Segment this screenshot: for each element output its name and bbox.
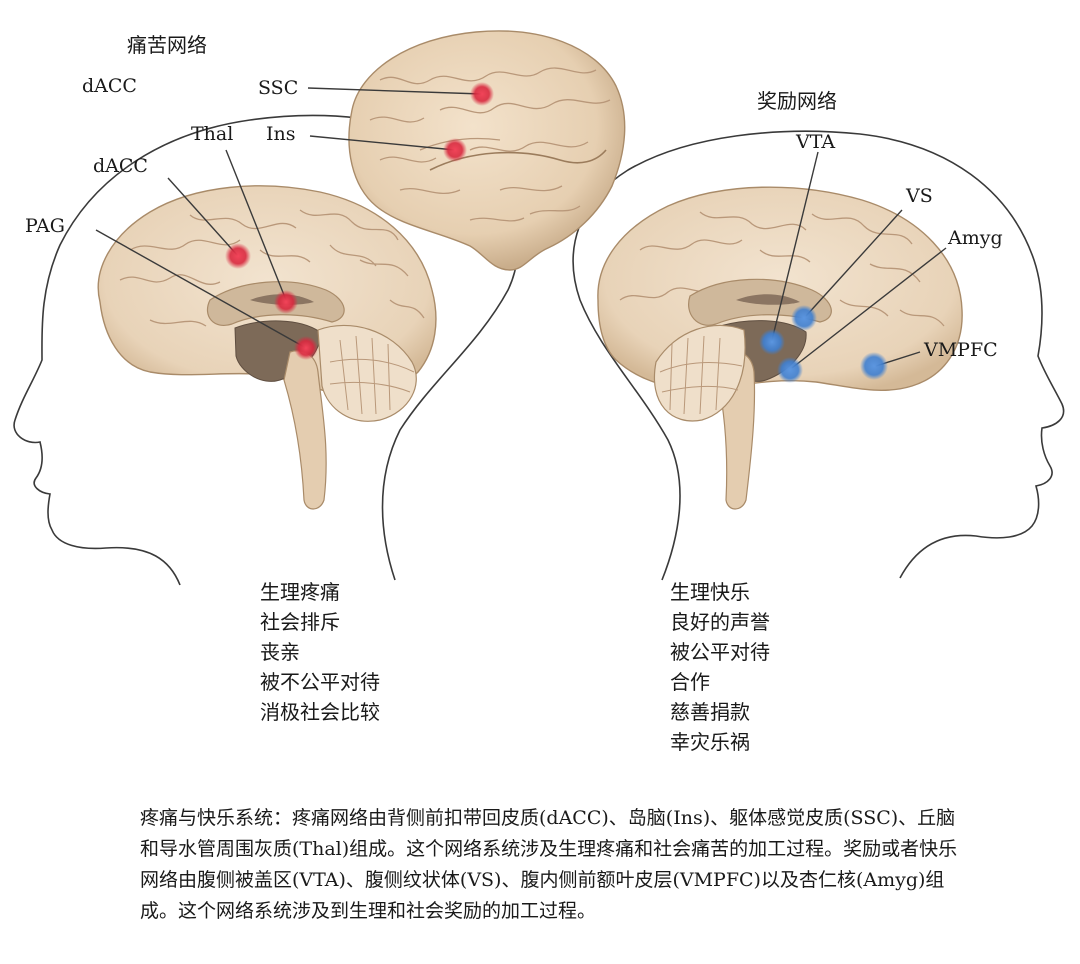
pain-network-title: 痛苦网络 — [127, 33, 207, 57]
leader-pag — [95, 229, 307, 349]
reward-list-item: 生理快乐 — [670, 580, 750, 604]
label-vta: VTA — [795, 131, 835, 153]
leader-ssc — [307, 87, 483, 95]
leader-amyg — [791, 247, 947, 369]
left-cerebellum — [317, 324, 417, 422]
vmpfc-marker — [860, 352, 888, 380]
label-vmpfc: VMPFC — [923, 339, 998, 361]
vta-marker — [759, 329, 785, 355]
ssc-marker — [470, 82, 494, 106]
reward-list-item: 良好的声誉 — [670, 610, 770, 634]
leader-lines — [95, 87, 947, 369]
left-brainstem — [283, 350, 327, 510]
pain-list: 生理疼痛 社会排斥 丧亲 被不公平对待 消极社会比较 — [260, 577, 380, 727]
reward-list-item: 幸灾乐祸 — [670, 730, 750, 754]
left-brain-gyri — [119, 209, 425, 327]
label-thal: Thal — [191, 123, 233, 145]
thal-marker — [274, 290, 298, 314]
pain-markers — [225, 82, 494, 360]
pain-list-item: 被不公平对待 — [260, 670, 380, 694]
reward-list-item: 被公平对待 — [670, 640, 770, 664]
top-brain — [348, 30, 626, 271]
ins-marker — [443, 138, 467, 162]
reward-network-title: 奖励网络 — [757, 89, 837, 113]
label-amyg: Amyg — [947, 227, 1003, 249]
left-head-outline — [13, 114, 519, 586]
label-ssc: SSC — [258, 77, 298, 99]
label-dacc-top: dACC — [82, 75, 137, 97]
pain-list-item: 生理疼痛 — [260, 580, 340, 604]
right-head-outline — [572, 130, 1065, 581]
vs-marker — [791, 305, 817, 331]
label-pag: PAG — [25, 215, 65, 237]
label-dacc: dACC — [93, 155, 148, 177]
reward-list: 生理快乐 良好的声誉 被公平对待 合作 慈善捐款 幸灾乐祸 — [670, 577, 770, 757]
amyg-marker — [777, 357, 803, 383]
right-head — [572, 130, 1065, 581]
reward-list-item: 合作 — [670, 670, 710, 694]
pain-list-item: 社会排斥 — [260, 610, 340, 634]
leader-thal — [225, 149, 287, 301]
label-vs: VS — [905, 185, 933, 207]
reward-markers — [759, 305, 888, 383]
leader-ins — [309, 135, 456, 151]
label-ins: Ins — [266, 123, 296, 145]
left-cerebellum-folia — [329, 335, 415, 415]
right-brain-gyri — [619, 211, 945, 327]
left-head — [13, 114, 519, 586]
dacc-marker — [225, 243, 251, 269]
pag-marker — [294, 336, 318, 360]
leader-vs — [805, 209, 903, 317]
reward-list-item: 慈善捐款 — [670, 700, 750, 724]
pain-list-item: 消极社会比较 — [260, 700, 380, 724]
right-cerebellum-folia — [659, 335, 743, 415]
leader-vta — [771, 151, 819, 341]
right-cerebellum — [653, 324, 746, 422]
figure-caption: 疼痛与快乐系统：疼痛网络由背侧前扣带回皮质(dACC)、岛脑(Ins)、躯体感觉… — [140, 807, 958, 922]
leader-dacc — [167, 177, 239, 257]
right-ventricle — [736, 294, 800, 305]
pain-list-item: 丧亲 — [260, 640, 300, 664]
